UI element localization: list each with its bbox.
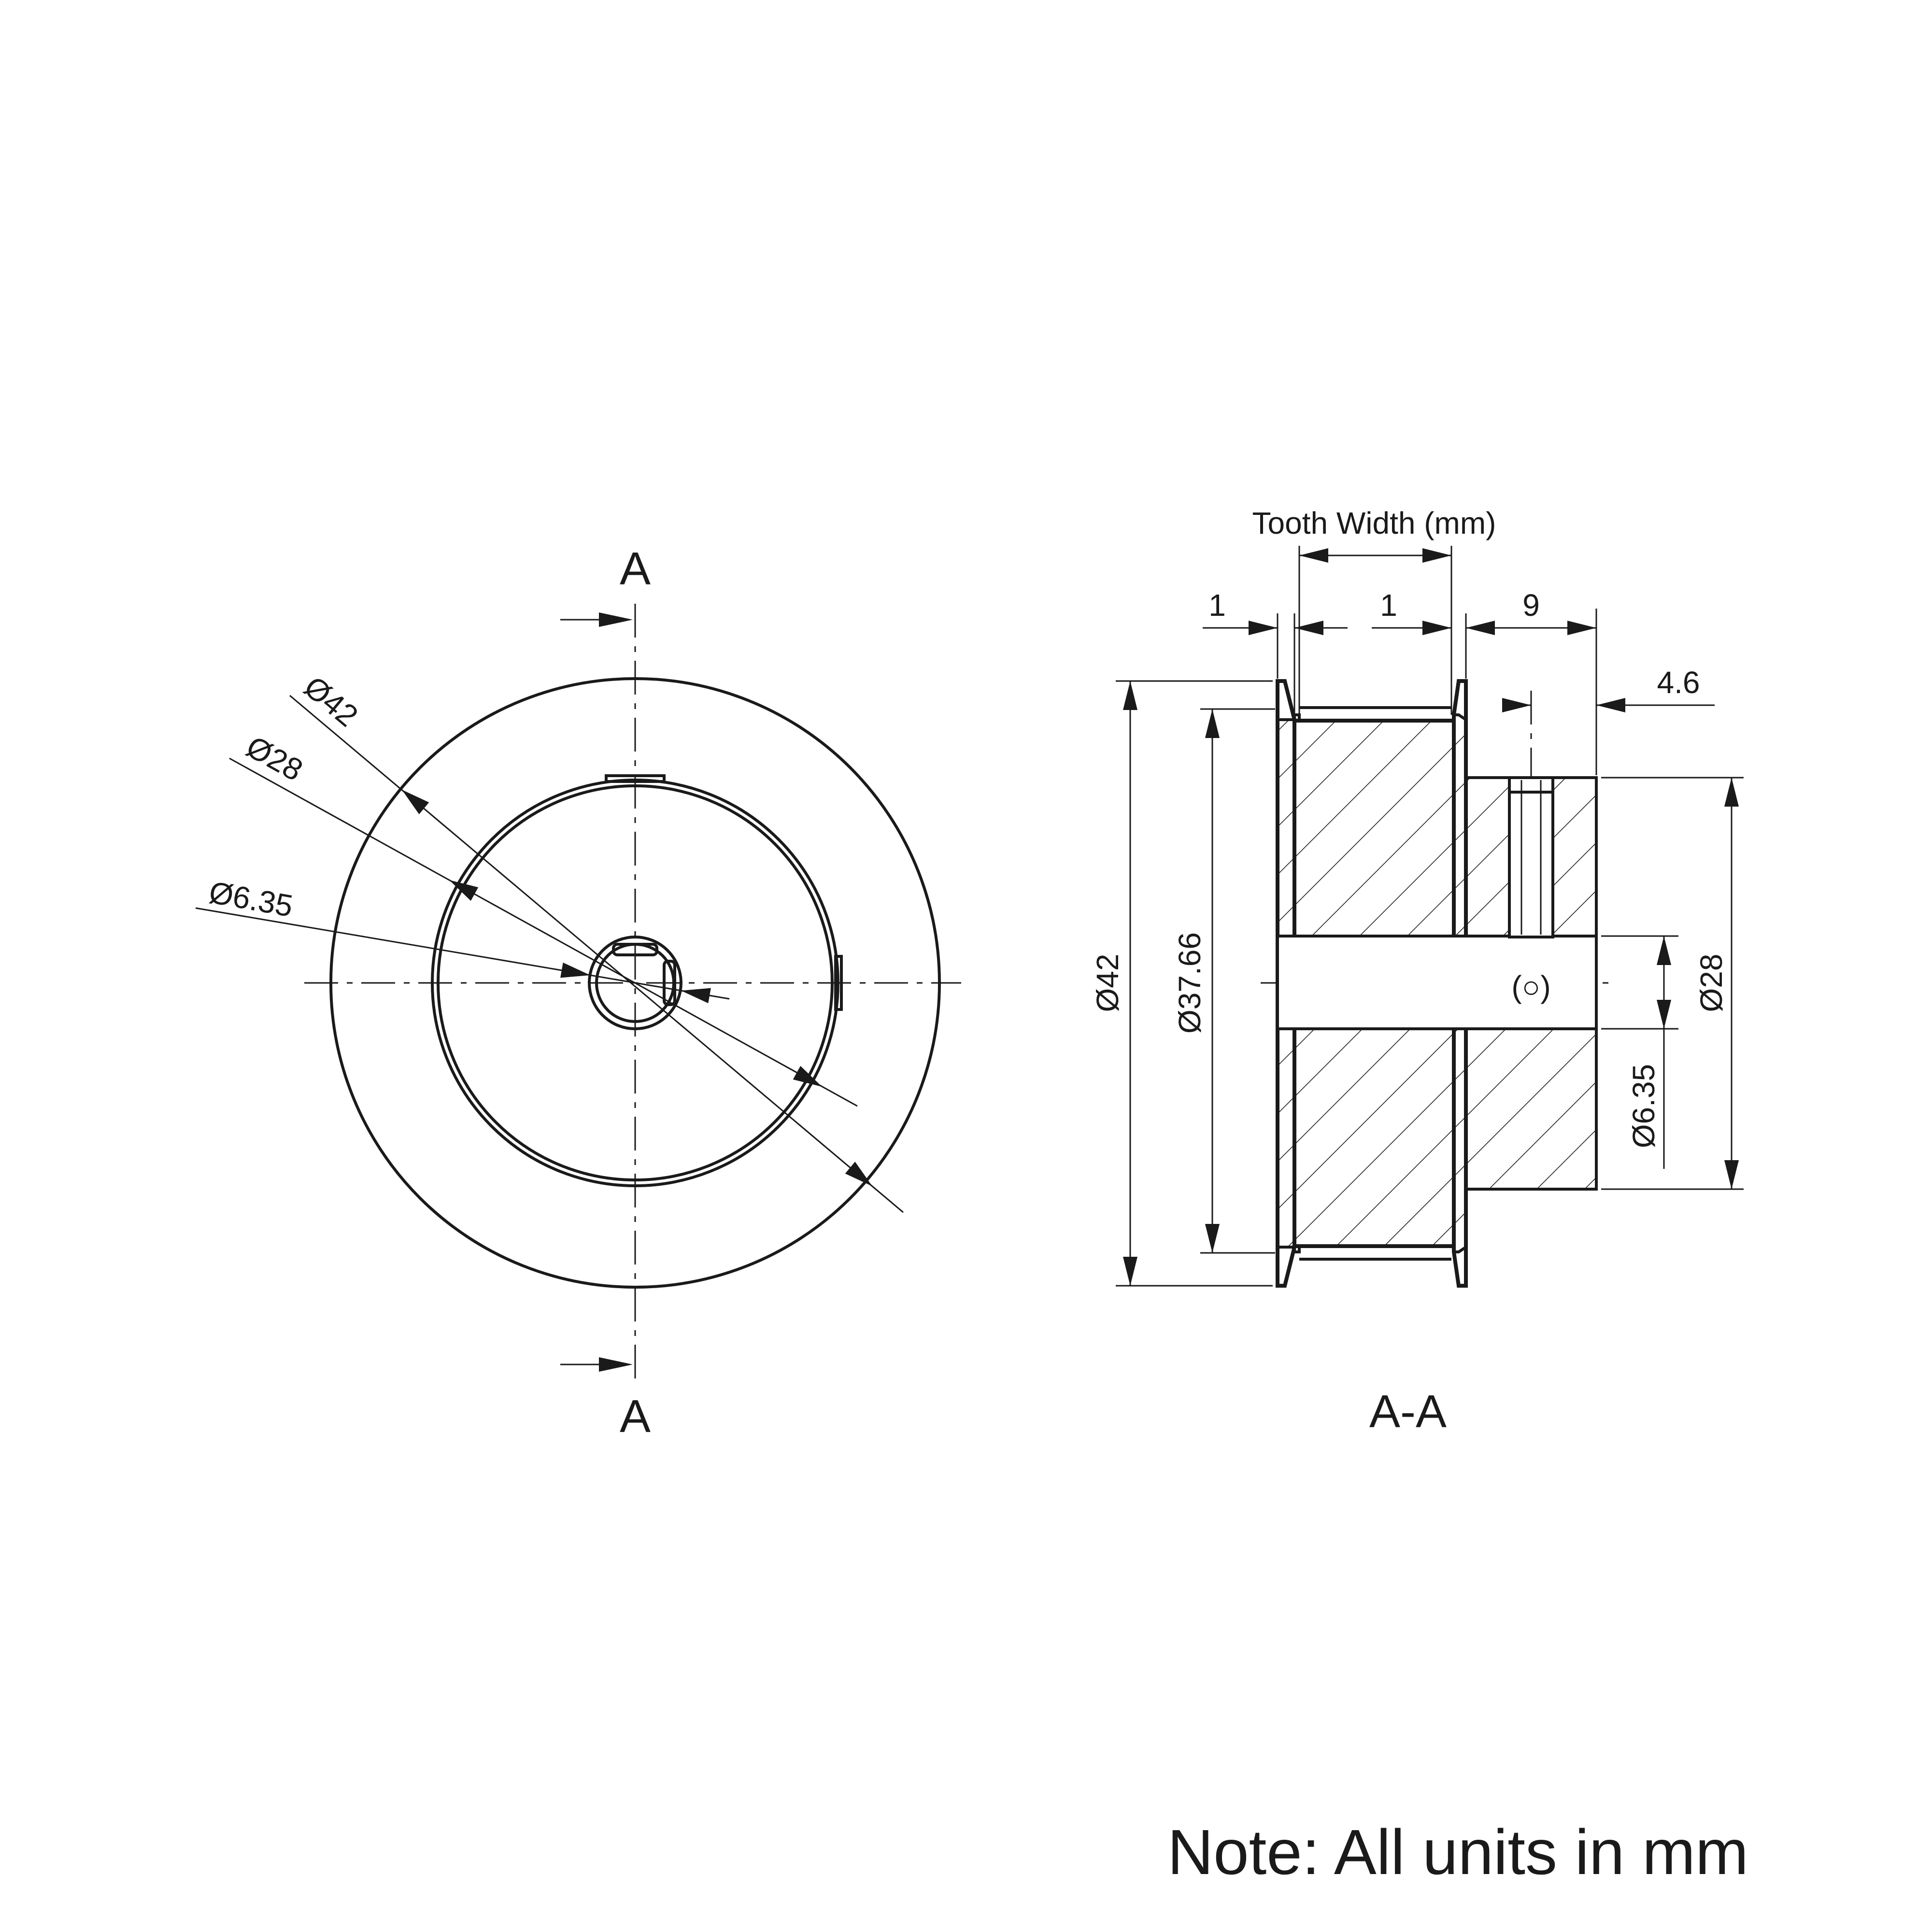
bore-flat-top [612, 943, 658, 956]
leader-bore [195, 907, 730, 1000]
dim-hub-length: 9 [1522, 588, 1540, 623]
section-label-top: A [620, 543, 651, 595]
section-dim-hub: Ø28 [1694, 954, 1729, 1012]
rim-tab-right [834, 955, 843, 1011]
front-view: A A Ø42 Ø28 Ø6.35 [195, 543, 961, 1442]
setscrew-hole-symbol: (○) [1511, 969, 1550, 1004]
units-note: Note: All units in mm [1167, 1817, 1748, 1888]
bore-channel [1276, 935, 1598, 1030]
tooth-width-label: Tooth Width (mm) [1252, 506, 1496, 540]
section-arrow-bottom [599, 1357, 633, 1372]
tooth-tip-circle [437, 784, 834, 1181]
front-dim-bore: Ø6.35 [207, 875, 296, 923]
section-arrow-top [599, 612, 633, 627]
leader-hub [229, 757, 858, 1107]
dim-flange-left: 1 [1208, 588, 1226, 623]
leader-outer [289, 695, 904, 1213]
section-dim-bore: Ø6.35 [1626, 1064, 1661, 1148]
section-body-lower [1276, 1027, 1598, 1253]
setscrew-body [1508, 776, 1554, 938]
dim-tooth: 1 [1380, 588, 1397, 623]
outer-flange-circle [329, 677, 941, 1289]
rim-tab-top [605, 774, 666, 783]
section-dim-outer: Ø42 [1090, 954, 1125, 1012]
bore-circle-outer [588, 936, 682, 1030]
bore-flat-right [663, 960, 676, 1006]
section-title: A-A [1369, 1386, 1447, 1437]
dim-screw-offset: 4.6 [1657, 665, 1700, 700]
front-dim-outer: Ø42 [298, 669, 365, 734]
front-dim-hub: Ø28 [241, 729, 309, 788]
section-label-bottom: A [620, 1391, 651, 1442]
section-view: (○) Tooth Width (mm) 1 1 9 4. [1090, 506, 1744, 1437]
section-dim-pitch: Ø37.66 [1172, 932, 1207, 1034]
right-flange [1452, 679, 1468, 1288]
